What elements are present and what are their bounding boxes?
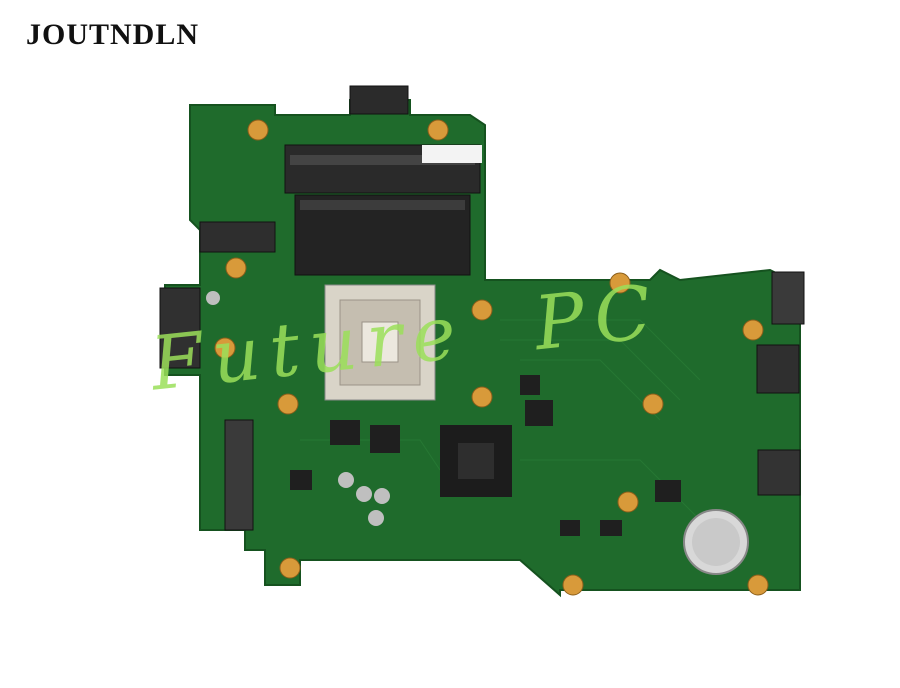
lan-port (756, 344, 800, 394)
vga-port (771, 271, 805, 325)
sata-connector (224, 419, 254, 531)
mini-pcie-slot (199, 221, 276, 253)
brand-title: JOUTNDLN (26, 18, 200, 51)
usb-port (757, 449, 801, 496)
power-connector (349, 85, 409, 115)
